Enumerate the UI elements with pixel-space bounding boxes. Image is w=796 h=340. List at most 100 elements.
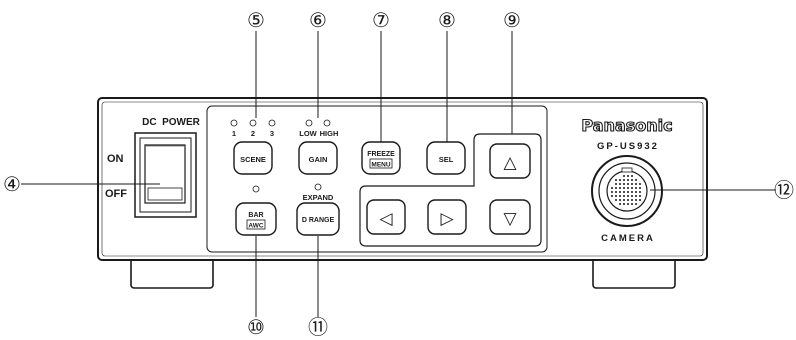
connector-pin [623, 187, 625, 189]
scene-led-label-2: 2 [251, 129, 255, 138]
scene-led-label-3: 3 [270, 129, 274, 138]
gain-led-high [323, 119, 331, 127]
connector-pin [635, 203, 637, 205]
scene-led-2 [249, 119, 257, 127]
freeze-menu-button[interactable]: FREEZE MENU [361, 141, 401, 175]
callout-4: ④ [3, 172, 21, 196]
connector-pin [623, 191, 625, 193]
connector-pin [635, 195, 637, 197]
connector-pin [631, 183, 633, 185]
scene-led-1 [230, 119, 238, 127]
gain-led-high-label: HIGH [320, 129, 339, 138]
callout-5: ⑤ [247, 8, 265, 32]
connector-pin [631, 187, 633, 189]
camera-connector[interactable] [591, 155, 663, 227]
camera-label: CAMERA [601, 233, 655, 244]
connector-pin [615, 199, 617, 201]
model-label: GP-US932 [597, 141, 659, 152]
connector-pin [623, 199, 625, 201]
callout-10: ⑩ [247, 315, 265, 339]
connector-pin [627, 179, 629, 181]
scene-button[interactable]: SCENE [233, 141, 273, 175]
down-arrow-icon: ▽ [503, 209, 517, 229]
gain-button[interactable]: GAIN [298, 141, 338, 175]
connector-pin [631, 191, 633, 193]
connector-pin [635, 199, 637, 201]
connector-pin [619, 179, 621, 181]
connector-pin [627, 199, 629, 201]
connector-pin [635, 191, 637, 193]
up-arrow-button[interactable]: △ [489, 143, 531, 179]
connector-pins-icon [611, 175, 641, 205]
menu-label-box [369, 158, 393, 169]
power-switch[interactable] [134, 132, 197, 218]
connector-pin [639, 183, 641, 185]
connector-pin [619, 191, 621, 193]
callout-12: ⑫ [774, 178, 794, 202]
power-on-label: ON [107, 153, 124, 165]
connector-pin [623, 203, 625, 205]
scene-led-label-1: 1 [232, 129, 236, 138]
scene-leds [230, 119, 276, 127]
connector-pin [623, 183, 625, 185]
connector-pin [627, 187, 629, 189]
callout-leaders [21, 31, 776, 317]
bar-label: BAR [248, 212, 263, 219]
connector-pin [623, 175, 625, 177]
gain-led-low-label: LOW [299, 129, 317, 138]
callout-9: ⑨ [503, 8, 521, 32]
connector-pin [615, 179, 617, 181]
awc-label: AWC [248, 223, 263, 230]
callout-7: ⑦ [372, 8, 390, 32]
d-range-button-label: D RANGE [302, 217, 335, 224]
freeze-label: FREEZE [367, 151, 395, 158]
connector-pin [627, 195, 629, 197]
dc-power-title: DC POWER [142, 117, 201, 128]
connector-pin [635, 183, 637, 185]
connector-pin [619, 203, 621, 205]
sel-button[interactable]: SEL [426, 141, 466, 175]
connector-pin [635, 179, 637, 181]
left-arrow-button[interactable]: ◁ [366, 199, 406, 235]
connector-pin [627, 191, 629, 193]
connector-pin [639, 191, 641, 193]
connector-pin [627, 203, 629, 205]
brand-logo: Panasonic [581, 116, 672, 135]
up-arrow-icon: △ [503, 153, 517, 173]
connector-pin [611, 195, 613, 197]
connector-pin [631, 195, 633, 197]
connector-pin [639, 199, 641, 201]
scene-led-3 [268, 119, 276, 127]
connector-pin [631, 203, 633, 205]
callout-11: ⑪ [308, 315, 328, 339]
connector-pin [615, 191, 617, 193]
bar-led [252, 185, 260, 193]
right-arrow-icon: ▷ [440, 209, 454, 229]
connector-pin [631, 179, 633, 181]
d-range-button[interactable]: D RANGE [296, 202, 340, 236]
connector-pin [623, 179, 625, 181]
down-arrow-button[interactable]: ▽ [489, 199, 531, 235]
front-panel-inner-edge [101, 101, 704, 257]
right-arrow-button[interactable]: ▷ [427, 199, 467, 235]
connector-pin [619, 183, 621, 185]
expand-led [314, 183, 322, 191]
gain-led-low [305, 119, 313, 127]
sel-button-label: SEL [439, 155, 454, 164]
connector-pin [619, 199, 621, 201]
connector-pin [635, 187, 637, 189]
power-off-label: OFF [105, 188, 127, 200]
connector-pin [639, 187, 641, 189]
callout-6: ⑥ [309, 8, 327, 32]
connector-pin [615, 183, 617, 185]
connector-pin [639, 195, 641, 197]
left-arrow-icon: ◁ [379, 209, 393, 229]
connector-pin [627, 175, 629, 177]
gain-button-label: GAIN [309, 155, 328, 164]
expand-led-label: EXPAND [303, 193, 334, 202]
connector-pin [615, 195, 617, 197]
bar-awc-button[interactable]: BAR AWC [235, 202, 277, 236]
awc-label-box [246, 219, 266, 230]
connector-pin [631, 199, 633, 201]
